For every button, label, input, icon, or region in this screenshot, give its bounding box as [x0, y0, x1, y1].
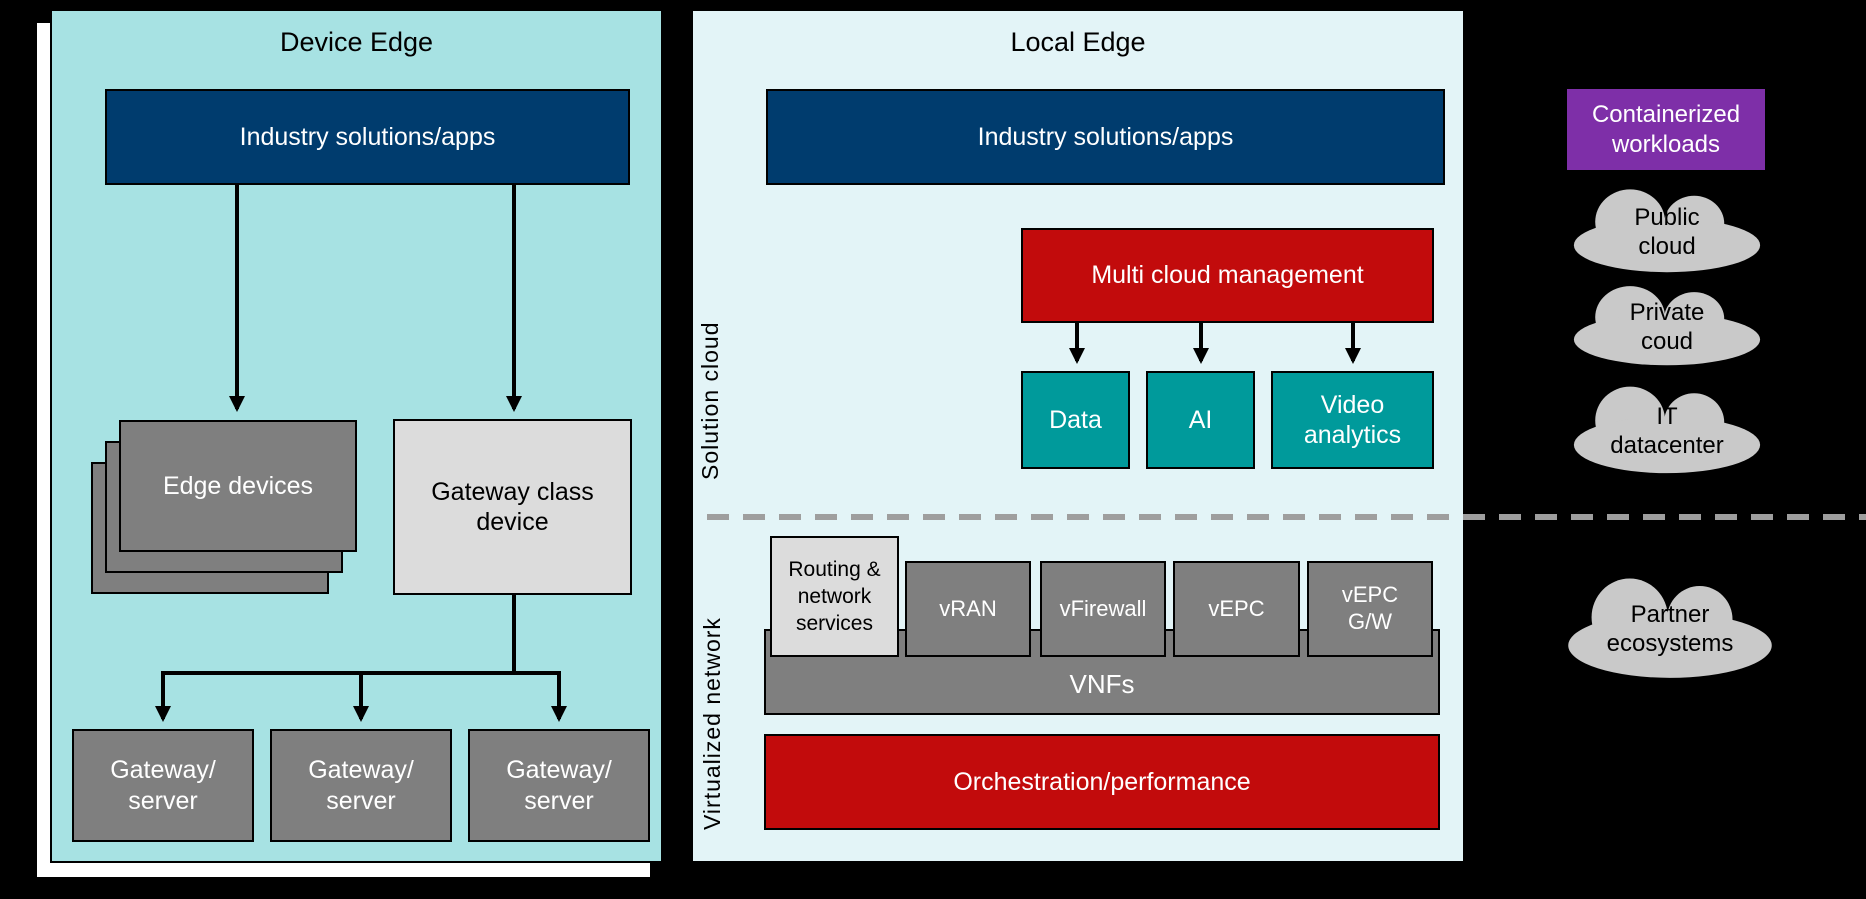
local-edge-panel: Local Edge Industry solutions/apps Multi… — [691, 9, 1465, 863]
dashed-separator-line — [707, 514, 1866, 520]
solution-cloud-section-label: Solution cloud — [697, 321, 723, 481]
vepc-gw-box: vEPC G/W — [1307, 561, 1433, 657]
local-edge-title: Local Edge — [1010, 27, 1146, 57]
gateway-server-box-3: Gateway/ server — [468, 729, 650, 842]
gateway-server-box-1: Gateway/ server — [72, 729, 254, 842]
vran-box: vRAN — [905, 561, 1031, 657]
local-industry-solutions-box: Industry solutions/apps — [766, 89, 1445, 185]
cloud-label: Private coud — [1629, 299, 1705, 355]
gateway-class-device-box: Gateway class device — [393, 419, 632, 595]
cloud-icon — [1573, 286, 1761, 366]
private-cloud: Private coud — [1570, 281, 1764, 367]
vfirewall-box: vFirewall — [1040, 561, 1166, 657]
cloud-label: Public cloud — [1634, 204, 1700, 260]
public-cloud: Public cloud — [1570, 184, 1764, 274]
edge-devices-box: Edge devices — [119, 420, 357, 552]
partner-ecosystems-cloud: Partner ecosystems — [1564, 572, 1776, 680]
multi-cloud-management-box: Multi cloud management — [1021, 228, 1434, 323]
cloud-icon — [1568, 578, 1772, 678]
cloud-icon — [1573, 189, 1761, 273]
device-edge-title: Device Edge — [279, 27, 434, 57]
orchestration-performance-box: Orchestration/performance — [764, 734, 1440, 830]
data-box: Data — [1021, 371, 1130, 469]
virtualized-network-section-label: Virtualized network — [699, 617, 725, 830]
device-edge-panel: Device Edge Industry solutions/apps Edge… — [50, 9, 663, 863]
video-analytics-box: Video analytics — [1271, 371, 1434, 469]
gateway-server-box-2: Gateway/ server — [270, 729, 452, 842]
vepc-box: vEPC — [1173, 561, 1300, 657]
cloud-label: IT datacenter — [1610, 403, 1724, 459]
device-industry-solutions-box: Industry solutions/apps — [105, 89, 630, 185]
cloud-label: Partner ecosystems — [1606, 601, 1734, 657]
routing-network-services-box: Routing & network services — [770, 536, 899, 657]
it-datacenter-cloud: IT datacenter — [1570, 381, 1764, 475]
ai-box: AI — [1146, 371, 1255, 469]
cloud-icon — [1573, 386, 1761, 474]
containerized-workloads-box: Containerized workloads — [1567, 89, 1765, 170]
